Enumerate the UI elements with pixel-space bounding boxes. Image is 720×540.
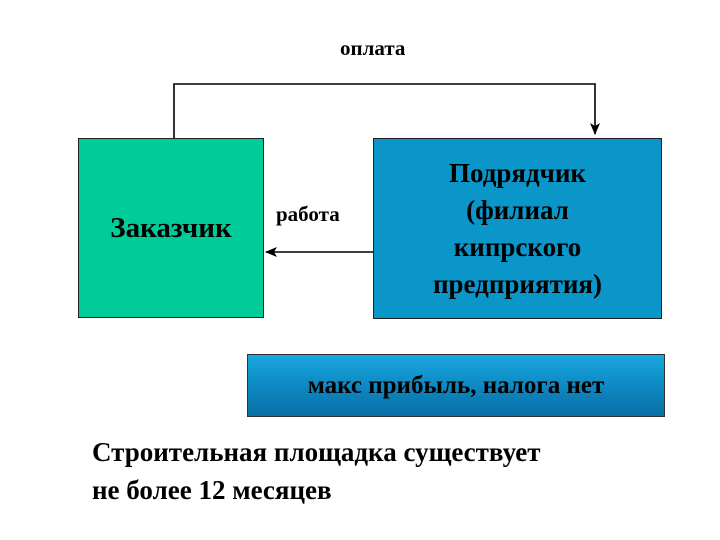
- contractor-line-2: (филиал: [466, 194, 569, 225]
- result-box: макс прибыль, налога нет: [247, 354, 665, 417]
- payment-arrow: [173, 83, 600, 138]
- client-label: Заказчик: [110, 211, 232, 244]
- contractor-line-1: Подрядчик: [448, 157, 586, 188]
- contractor-line-3: кипрского: [453, 231, 582, 262]
- contractor-line-4: предприятия): [432, 268, 602, 299]
- note-text: Строительная площадка существует не боле…: [92, 433, 541, 509]
- contractor-box: Подрядчик (филиал кипрского предприятия): [373, 138, 662, 319]
- work-label: работа: [276, 202, 340, 226]
- result-label: макс прибыль, налога нет: [307, 371, 605, 399]
- contractor-label: Подрядчик (филиал кипрского предприятия): [433, 155, 602, 303]
- note-line-1: Строительная площадка существует: [92, 437, 541, 467]
- client-box: Заказчик: [78, 138, 264, 318]
- payment-label: оплата: [340, 36, 406, 60]
- note-line-2: не более 12 месяцев: [92, 475, 332, 505]
